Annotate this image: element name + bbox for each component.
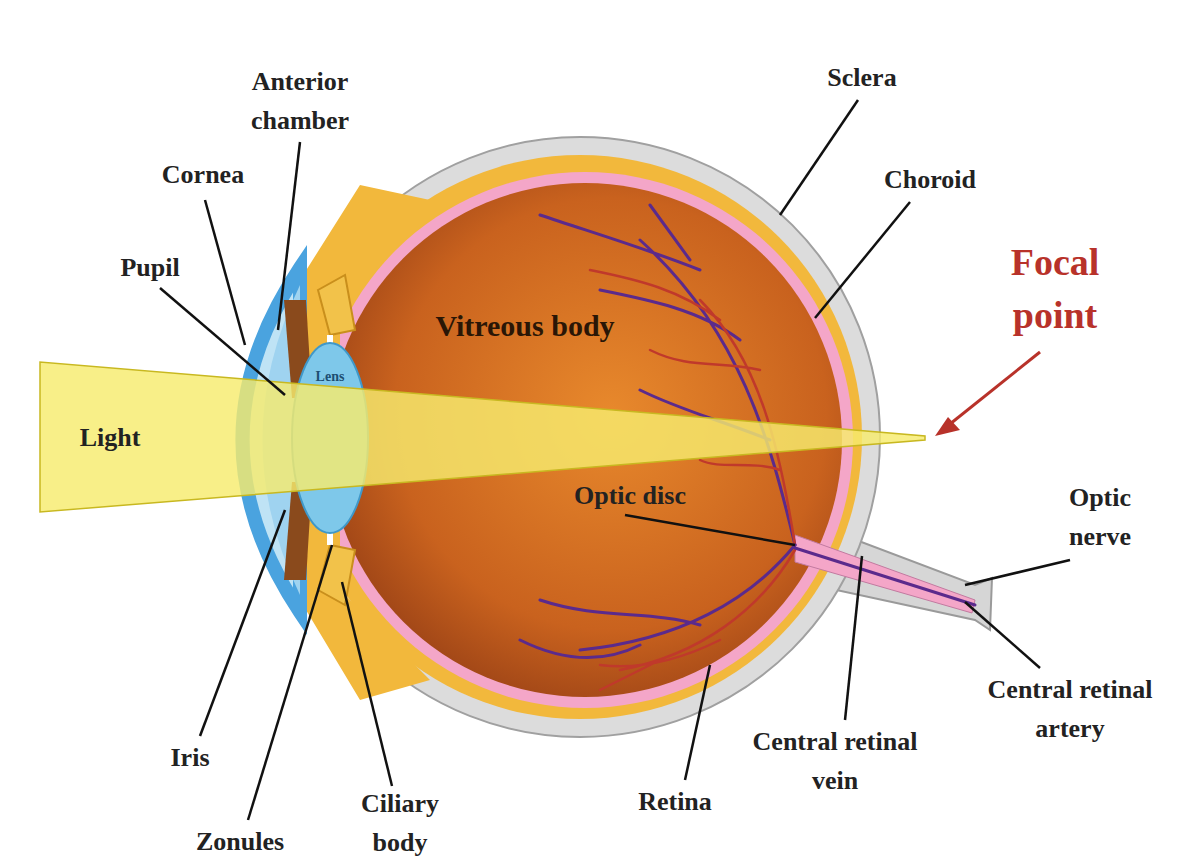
part-label: Choroid [884, 160, 976, 199]
part-label: Zonules [196, 822, 284, 861]
part-label: Optic nerve [1045, 478, 1155, 556]
part-label: Iris [171, 738, 210, 777]
part-label: Pupil [120, 248, 179, 287]
part-label: Cornea [162, 155, 244, 194]
part-label: Ciliary body [340, 784, 460, 862]
part-label: Central retinal vein [730, 722, 940, 800]
callout-label: Focal point [980, 236, 1130, 342]
part-label: Retina [638, 782, 712, 821]
part-label: Optic disc [574, 476, 686, 515]
part-label: Light [80, 418, 141, 457]
part-label: Central retinal artery [965, 670, 1175, 748]
part-label: Lens [316, 366, 345, 387]
part-label: Sclera [827, 58, 896, 97]
part-label: Anterior chamber [230, 62, 370, 140]
part-label: Vitreous body [430, 305, 620, 347]
